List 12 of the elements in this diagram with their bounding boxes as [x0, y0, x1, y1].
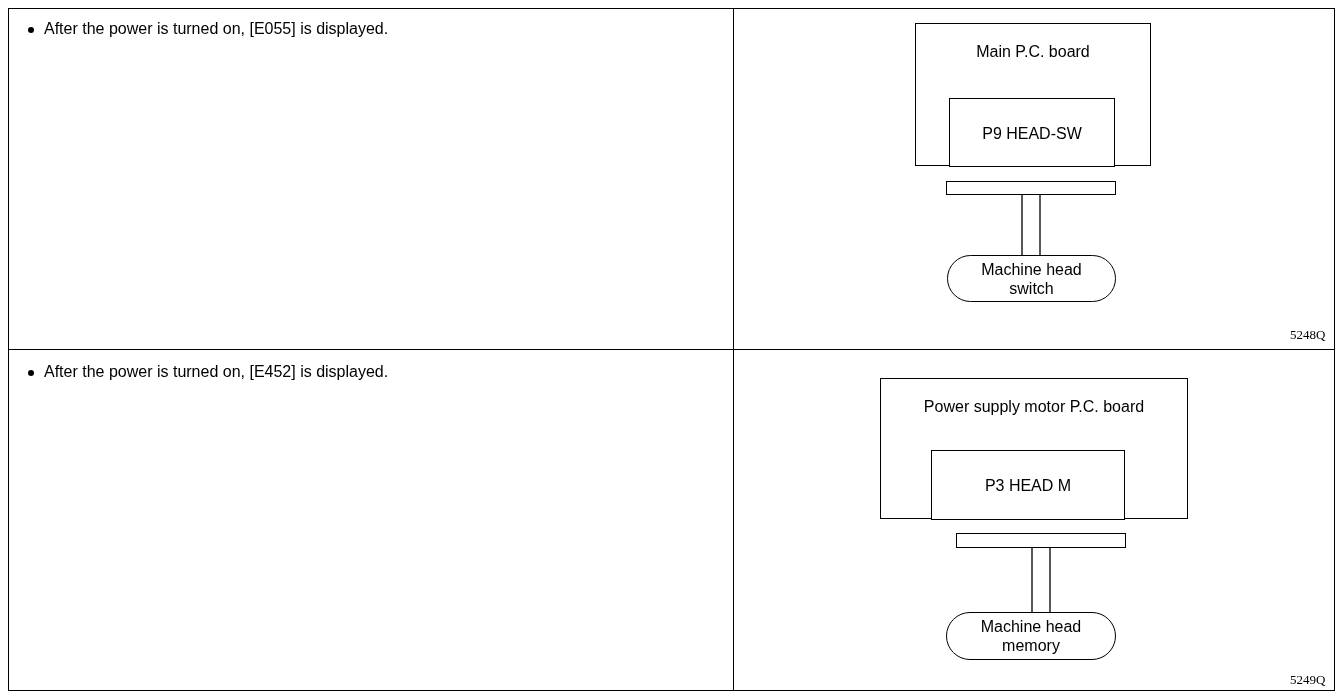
circuit-board-box: Main P.C. board P9 HEAD-SW — [915, 23, 1151, 166]
figure-code: 5249Q — [1290, 672, 1326, 688]
cable — [1031, 547, 1051, 613]
connector-box: P9 HEAD-SW — [949, 98, 1115, 167]
connector-plug-bar — [956, 533, 1126, 548]
bullet-text: After the power is turned on, [E055] is displayed. — [44, 20, 389, 38]
figure-code: 5248Q — [1290, 327, 1326, 343]
connector-box: P3 HEAD M — [931, 450, 1125, 520]
bullet-text: After the power is turned on, [E452] is displayed. — [44, 363, 389, 381]
connector-plug-bar — [946, 181, 1116, 195]
cable — [1021, 194, 1041, 256]
circuit-board-box: Power supply motor P.C. board P3 HEAD M — [880, 378, 1188, 519]
